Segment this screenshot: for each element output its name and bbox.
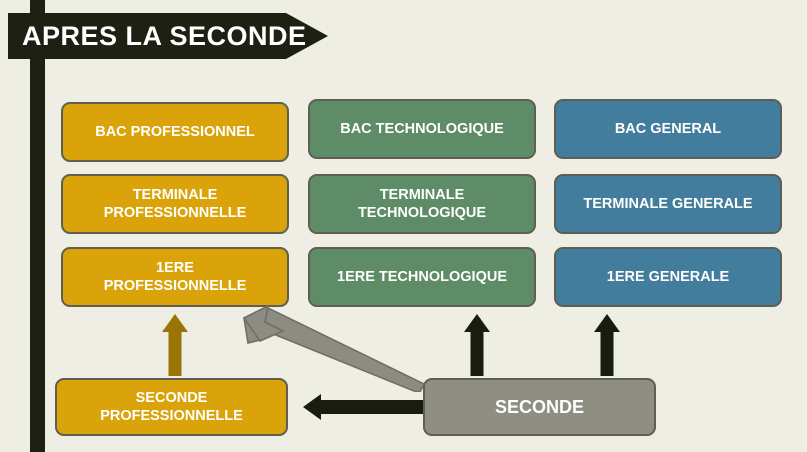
arrow-body	[243, 306, 426, 393]
title-banner: APRES LA SECONDE	[8, 13, 328, 59]
node-label: BAC TECHNOLOGIQUE	[340, 120, 504, 137]
arrow-seconde-pro-to-1ere-pro	[162, 314, 188, 376]
node-label: TERMINALE PROFESSIONNELLE	[103, 186, 247, 221]
node-seconde-professionnelle[interactable]: SECONDE PROFESSIONNELLE	[55, 378, 288, 436]
arrow-seconde-to-1ere-techno	[464, 314, 490, 376]
node-bac-general[interactable]: BAC GENERAL	[554, 99, 782, 159]
arrow-shaft	[470, 332, 484, 376]
node-1ere-generale[interactable]: 1ERE GENERALE	[554, 247, 782, 307]
arrow-head	[464, 314, 490, 332]
arrow-seconde-to-1ere-pro	[236, 300, 431, 393]
node-label: SECONDE PROFESSIONNELLE	[100, 389, 243, 424]
node-label: 1ERE TECHNOLOGIQUE	[337, 268, 507, 285]
node-bac-technologique[interactable]: BAC TECHNOLOGIQUE	[308, 99, 536, 159]
node-seconde[interactable]: SECONDE	[423, 378, 656, 436]
node-terminale-technologique[interactable]: TERMINALE TECHNOLOGIQUE	[308, 174, 536, 234]
arrow-seconde-to-seconde-pro	[303, 393, 423, 421]
arrow-shaft	[319, 400, 423, 414]
arrow-head	[162, 314, 188, 332]
node-label: BAC GENERAL	[614, 120, 722, 137]
node-label: TERMINALE TECHNOLOGIQUE	[357, 186, 487, 221]
arrow-head	[594, 314, 620, 332]
node-label: TERMINALE GENERALE	[583, 195, 753, 212]
node-label: 1ERE PROFESSIONNELLE	[103, 259, 247, 294]
arrow-seconde-to-1ere-generale	[594, 314, 620, 376]
node-label: SECONDE	[494, 396, 584, 417]
arrow-shaft	[600, 332, 614, 376]
page-title: APRES LA SECONDE	[22, 20, 307, 51]
node-terminale-generale[interactable]: TERMINALE GENERALE	[554, 174, 782, 234]
node-bac-professionnel[interactable]: BAC PROFESSIONNEL	[61, 102, 289, 162]
arrow-head	[303, 394, 321, 420]
diagonal-arrow-svg	[242, 304, 426, 393]
arrow-shaft	[168, 332, 182, 376]
arrow-head	[242, 304, 285, 342]
node-label: 1ERE GENERALE	[606, 268, 730, 285]
node-1ere-professionnelle[interactable]: 1ERE PROFESSIONNELLE	[61, 247, 289, 307]
signpost-mast	[30, 0, 45, 452]
node-1ere-technologique[interactable]: 1ERE TECHNOLOGIQUE	[308, 247, 536, 307]
node-label: BAC PROFESSIONNEL	[95, 123, 255, 140]
node-terminale-professionnelle[interactable]: TERMINALE PROFESSIONNELLE	[61, 174, 289, 234]
